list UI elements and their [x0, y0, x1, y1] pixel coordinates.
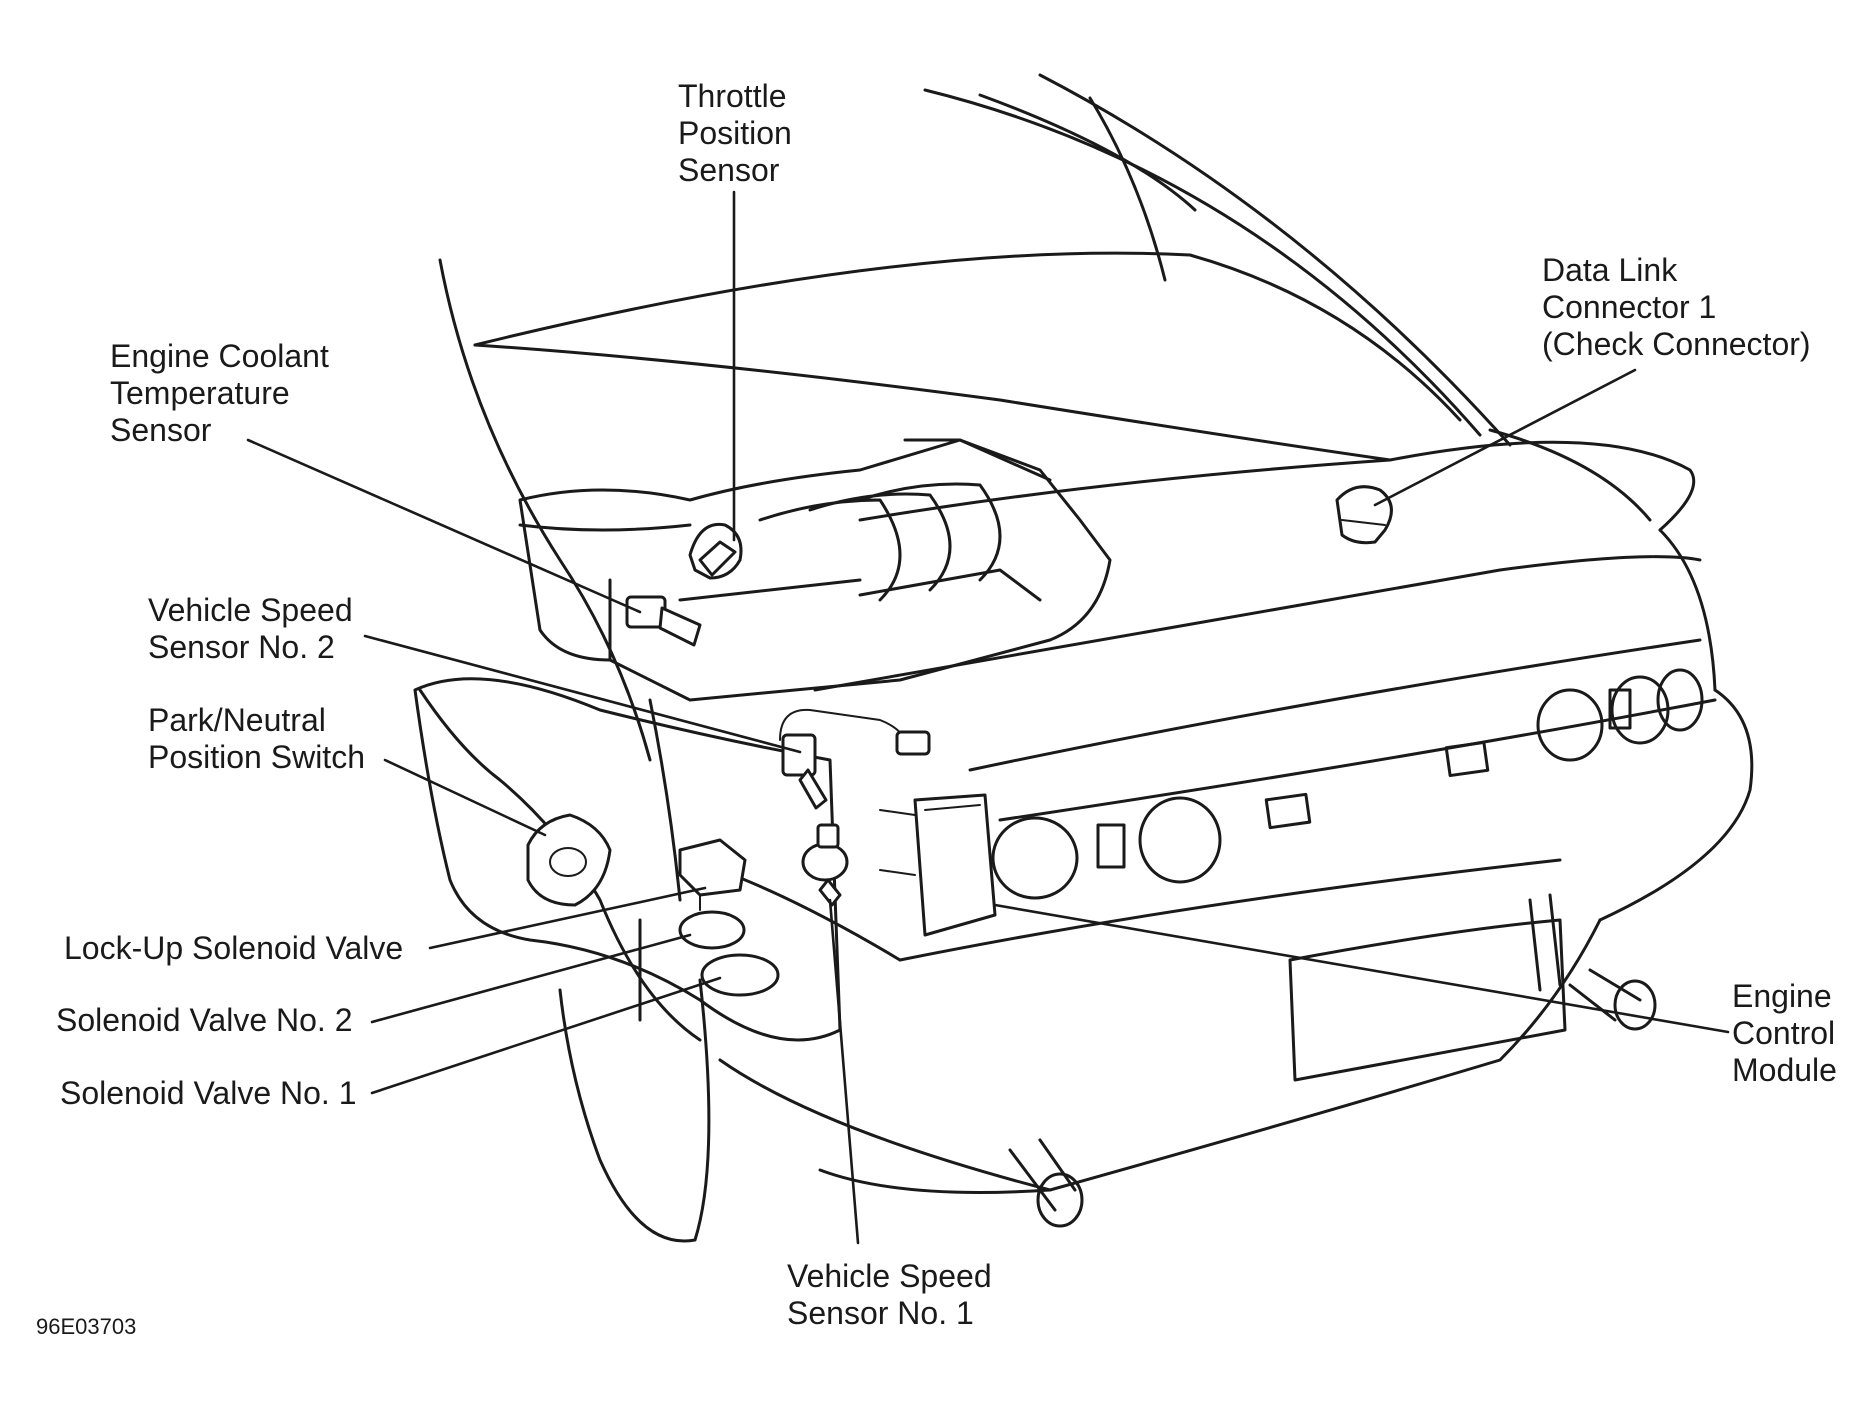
vehicle-speed-sensor-1-part [801, 823, 849, 907]
exhaust-pipes [1008, 968, 1657, 1228]
label-solenoid-valve-2: Solenoid Valve No. 2 [56, 1002, 353, 1038]
engine-control-module-part [879, 793, 997, 937]
label-lock-up-solenoid-valve: Lock-Up Solenoid Valve [64, 930, 404, 966]
leader-solenoid-2 [370, 933, 692, 1024]
leader-vehicle-speed-sensor-1 [828, 898, 860, 1245]
throttle-position-sensor-part [688, 522, 743, 580]
label-engine-coolant-temperature-sensor: Engine Coolant Temperature Sensor [110, 338, 329, 448]
vehicle-speed-sensor-2-part [779, 708, 931, 810]
solenoid-1-part [700, 953, 780, 997]
leader-vehicle-speed-sensor-2 [363, 634, 802, 754]
label-solenoid-valve-1: Solenoid Valve No. 1 [60, 1075, 357, 1111]
park-neutral-switch-part [526, 813, 612, 907]
transmission-area [413, 677, 842, 1243]
label-park-neutral-position-switch: Park/Neutral Position Switch [148, 702, 365, 775]
label-throttle-position-sensor: Throttle Position Sensor [678, 78, 792, 188]
label-vehicle-speed-sensor-1: Vehicle Speed Sensor No. 1 [787, 1258, 992, 1331]
lock-up-solenoid-part [678, 838, 747, 911]
rear-lamps [991, 668, 1704, 900]
leader-solenoid-1 [370, 976, 722, 1095]
leader-lock-up-solenoid [428, 886, 707, 950]
raised-hatch [473, 73, 1512, 447]
leader-lines [246, 190, 1730, 1245]
label-engine-control-module: Engine Control Module [1732, 978, 1837, 1088]
data-link-connector-part [1335, 485, 1393, 545]
leader-park-neutral-switch [383, 758, 547, 837]
car-body [438, 258, 1754, 1194]
leader-data-link-connector [1373, 368, 1637, 507]
label-data-link-connector-1: Data Link Connector 1 (Check Connector) [1542, 252, 1811, 362]
solenoid-2-part [678, 910, 746, 950]
label-vehicle-speed-sensor-2: Vehicle Speed Sensor No. 2 [148, 592, 353, 665]
leader-engine-control-module [993, 903, 1730, 1034]
leader-engine-coolant-temp-sensor [246, 438, 642, 614]
engine-assembly [518, 438, 1112, 702]
coolant-temp-sensor-part [625, 595, 702, 647]
figure-code: 96E03703 [36, 1314, 137, 1339]
